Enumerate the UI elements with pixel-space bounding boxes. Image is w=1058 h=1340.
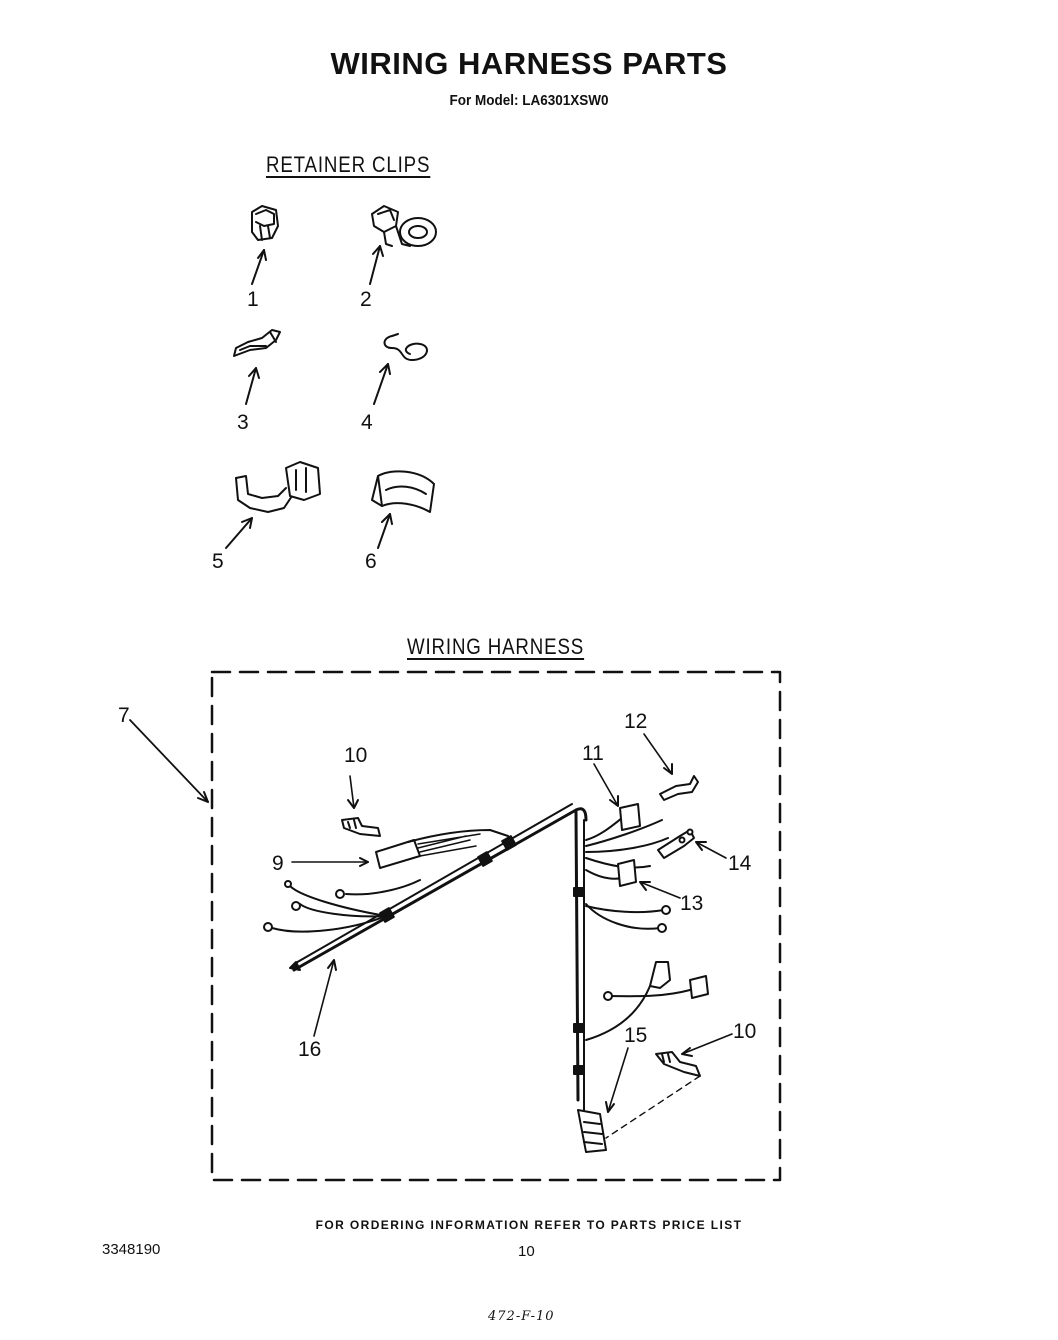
page-title: WIRING HARNESS PARTS xyxy=(330,46,728,81)
callout-13: 13 xyxy=(680,892,703,915)
callout-11: 11 xyxy=(582,742,604,765)
harness-dashed-frame xyxy=(210,670,782,1182)
callout-9: 9 xyxy=(272,852,284,875)
callout-10-lower: 10 xyxy=(733,1020,756,1043)
callout-5: 5 xyxy=(212,550,224,573)
callout-6: 6 xyxy=(365,550,377,573)
retainer-clip-2 xyxy=(369,205,437,285)
ordering-note: FOR ORDERING INFORMATION REFER TO PARTS … xyxy=(315,1218,743,1232)
retainer-clips-heading: RETAINER CLIPS xyxy=(266,152,431,177)
callout-14: 14 xyxy=(728,852,752,875)
callout-12: 12 xyxy=(624,710,647,733)
document-number: 3348190 xyxy=(102,1241,161,1258)
wiring-harness-assembly xyxy=(263,775,709,1153)
retainer-clip-4 xyxy=(373,333,428,405)
callout-10-upper: 10 xyxy=(344,744,367,767)
retainer-clip-6 xyxy=(371,470,435,549)
page-number: 10 xyxy=(518,1243,535,1260)
retainer-clip-3 xyxy=(233,329,281,405)
callout-16: 16 xyxy=(298,1038,321,1061)
callout-7: 7 xyxy=(118,704,130,727)
retainer-clip-5 xyxy=(225,461,321,549)
callout-15: 15 xyxy=(624,1024,647,1047)
handwritten-reference: 472-F-10 xyxy=(488,1309,555,1324)
retainer-clip-1 xyxy=(251,205,279,285)
callout-3: 3 xyxy=(237,411,249,434)
callout-1: 1 xyxy=(247,288,259,311)
callout-4: 4 xyxy=(361,411,373,434)
wiring-harness-heading: WIRING HARNESS xyxy=(407,634,585,659)
callout-2: 2 xyxy=(360,288,372,311)
model-subtitle: For Model: LA6301XSW0 xyxy=(449,92,609,109)
